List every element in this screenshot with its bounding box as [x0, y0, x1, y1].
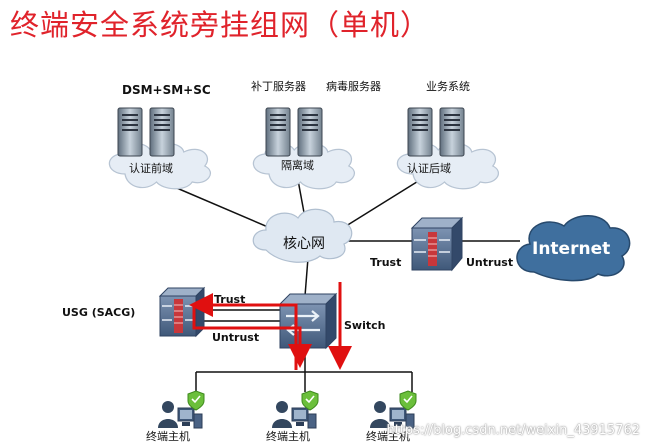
page-title: 终端安全系统旁挂组网（单机）: [10, 8, 431, 42]
watermark: https://blog.csdn.net/weixin_43915762: [386, 423, 640, 438]
isolation-domain: [252, 107, 356, 190]
usg-label: USG (SACG): [62, 306, 135, 319]
terminal-host-1: [157, 390, 205, 429]
auth-pre-domain-label: 认证前域: [129, 161, 173, 175]
egress-firewall: [410, 216, 464, 272]
core-network-cloud: [252, 208, 353, 263]
terminal-host-2: [271, 390, 319, 429]
switch-device: [278, 292, 338, 350]
terminal-host-1-label: 终端主机: [146, 429, 190, 443]
av-server-label: 病毒服务器: [326, 79, 381, 93]
auth-pre-domain: [108, 107, 212, 190]
terminal-host-3-label: 终端主机: [366, 429, 410, 443]
internet-label: Internet: [532, 239, 610, 259]
usg-untrust-label: Untrust: [212, 331, 259, 344]
auth-post-domain: [396, 107, 500, 190]
usg-trust-label: Trust: [214, 293, 245, 306]
usg-device: [158, 286, 206, 338]
connection-lines: [164, 179, 520, 392]
internet-cloud: [516, 215, 631, 282]
business-system-label: 业务系统: [426, 80, 470, 93]
auth-post-domain-label: 认证后域: [407, 162, 451, 175]
terminal-host-2-label: 终端主机: [266, 429, 310, 443]
fw-untrust-label: Untrust: [466, 256, 513, 269]
dsm-label: DSM+SM+SC: [122, 83, 211, 97]
core-network-label: 核心网: [283, 236, 325, 252]
patch-server-label: 补丁服务器: [251, 80, 306, 93]
switch-label: Switch: [344, 319, 385, 332]
fw-trust-label: Trust: [370, 256, 401, 269]
traffic-redirect-path: [189, 282, 352, 370]
isolation-domain-label: 隔离域: [281, 158, 314, 172]
